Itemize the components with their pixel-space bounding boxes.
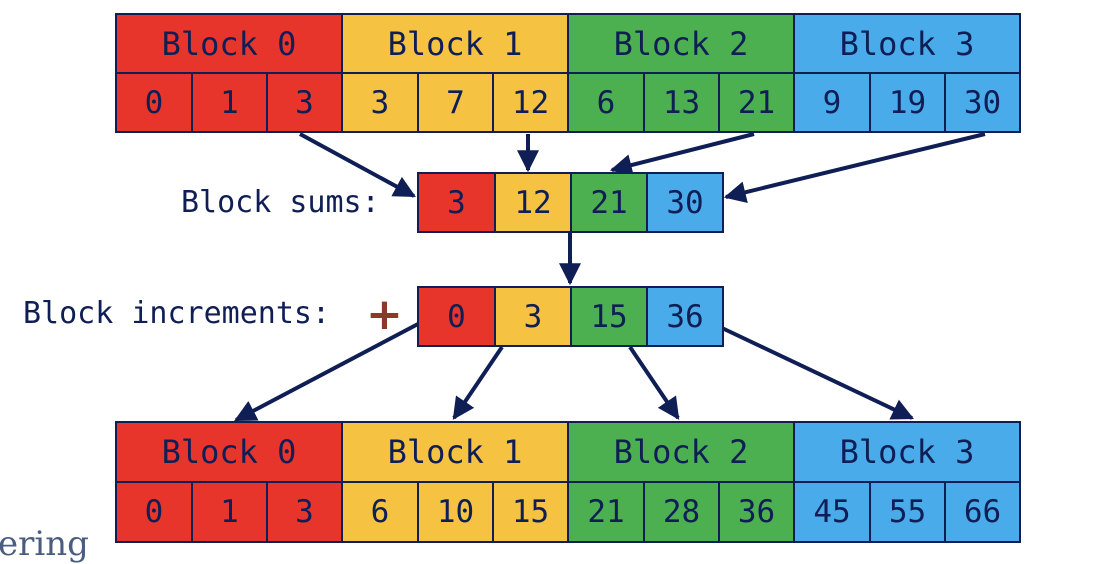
bottom-value-cell: 21 <box>567 481 645 543</box>
bottom-value-cell: 3 <box>266 481 343 543</box>
block-sums-label: Block sums: <box>181 185 380 220</box>
block-sum-cell: 21 <box>570 172 648 233</box>
bottom-block-3-header: Block 3 <box>793 421 1021 483</box>
top-value-cell: 21 <box>718 72 795 133</box>
block-sum-cell: 3 <box>417 172 496 233</box>
arrow-block3-to-sum <box>723 132 986 204</box>
top-value-cell: 0 <box>115 72 193 133</box>
arrow-inc2-to-block2 <box>628 345 680 420</box>
corner-text-fragment: ering <box>0 524 89 564</box>
top-block-1-header: Block 1 <box>341 13 569 74</box>
bottom-value-cell: 15 <box>492 481 569 543</box>
top-value-cell: 6 <box>567 72 645 133</box>
bottom-value-cell: 55 <box>869 481 946 543</box>
bottom-value-cell: 66 <box>944 481 1021 543</box>
block-sum-cell: 12 <box>494 172 572 233</box>
top-block-3-header: Block 3 <box>793 13 1021 74</box>
bottom-value-cell: 1 <box>191 481 268 543</box>
bottom-block-0-header: Block 0 <box>115 421 343 483</box>
top-value-cell: 3 <box>341 72 419 133</box>
top-value-cell: 30 <box>944 72 1021 133</box>
bottom-block-1-header: Block 1 <box>341 421 569 483</box>
arrow-block2-to-sum <box>609 132 755 176</box>
arrow-inc3-to-block3 <box>721 326 914 420</box>
plus-sign: + <box>366 289 403 340</box>
arrow-inc1-to-block1 <box>452 345 504 420</box>
top-value-cell: 12 <box>492 72 569 133</box>
top-value-cell: 19 <box>869 72 946 133</box>
arrow-inc0-to-block0 <box>234 322 419 422</box>
top-value-cell: 7 <box>417 72 494 133</box>
block-sum-cell: 30 <box>646 172 724 233</box>
top-value-cell: 9 <box>793 72 871 133</box>
bottom-value-cell: 28 <box>643 481 720 543</box>
block-increment-cell: 3 <box>494 286 572 347</box>
block-increments-label: Block increments: <box>23 296 331 331</box>
bottom-value-cell: 45 <box>793 481 871 543</box>
top-value-cell: 1 <box>191 72 268 133</box>
bottom-block-2-header: Block 2 <box>567 421 795 483</box>
block-increment-cell: 0 <box>417 286 496 347</box>
block-increment-cell: 15 <box>570 286 648 347</box>
bottom-value-cell: 10 <box>417 481 494 543</box>
arrow-block0-to-sum <box>299 132 416 198</box>
top-value-cell: 3 <box>266 72 343 133</box>
bottom-value-cell: 6 <box>341 481 419 543</box>
top-block-0-header: Block 0 <box>115 13 343 74</box>
top-value-cell: 13 <box>643 72 720 133</box>
bottom-value-cell: 0 <box>115 481 193 543</box>
block-increment-cell: 36 <box>646 286 724 347</box>
top-block-2-header: Block 2 <box>567 13 795 74</box>
bottom-value-cell: 36 <box>718 481 795 543</box>
